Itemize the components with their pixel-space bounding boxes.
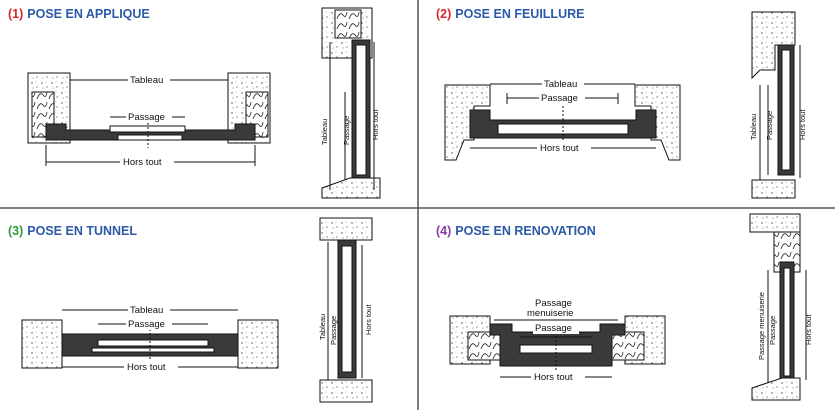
- label-passage-2: Passage: [541, 93, 578, 104]
- diagram-renovation-section: [749, 213, 807, 401]
- panel-title-text-1: POSE EN APPLIQUE: [27, 7, 150, 21]
- diagram-applique-plan: [27, 72, 271, 166]
- label-passage-4v: Passage: [768, 316, 777, 345]
- label-passage-3v: Passage: [329, 316, 338, 345]
- diagram-tunnel-section: [319, 217, 373, 403]
- panel-title-text-2: POSE EN FEUILLURE: [455, 7, 585, 21]
- label-hors-tout-1v: Hors tout: [371, 109, 380, 140]
- label-hors-tout-2v: Hors tout: [798, 109, 807, 140]
- label-passage-menuiserie-4b: menuiserie: [527, 308, 573, 319]
- label-passage-4: Passage: [535, 323, 572, 334]
- label-hors-tout-1: Hors tout: [123, 157, 162, 168]
- panel-number-2: (2): [436, 7, 452, 21]
- label-passage-1v: Passage: [342, 116, 351, 145]
- diagram-renovation-plan: [449, 315, 666, 378]
- diagram-tunnel-plan: [21, 309, 279, 369]
- label-tableau-3: Tableau: [130, 305, 163, 316]
- diagram-feuillure-section: [751, 11, 801, 199]
- panel-title-2: (2)POSE EN FEUILLURE: [436, 7, 584, 21]
- panel-title-text-3: POSE EN TUNNEL: [27, 224, 138, 238]
- label-tableau-2: Tableau: [544, 79, 577, 90]
- label-passage-menuiserie-4v: Passage menuiserie: [757, 292, 766, 360]
- label-hors-tout-3v: Hors tout: [364, 304, 373, 335]
- label-passage-3: Passage: [128, 319, 165, 330]
- panel-title-3: (3)POSE EN TUNNEL: [8, 224, 137, 238]
- diagram-feuillure-plan: [444, 83, 681, 161]
- label-hors-tout-4v: Hors tout: [804, 314, 813, 345]
- panel-number-3: (3): [8, 224, 24, 238]
- diagram-applique-section: [321, 7, 381, 199]
- panel-title-4: (4)POSE EN RENOVATION: [436, 224, 596, 238]
- label-tableau-3v: Tableau: [318, 314, 327, 340]
- label-passage-menuiserie-4a: Passage: [535, 298, 572, 309]
- label-hors-tout-4: Hors tout: [534, 372, 573, 383]
- panel-title-text-4: POSE EN RENOVATION: [455, 224, 596, 238]
- label-passage-1: Passage: [128, 112, 165, 123]
- label-hors-tout-3: Hors tout: [127, 362, 166, 373]
- label-tableau-1v: Tableau: [320, 119, 329, 145]
- label-tableau-1: Tableau: [130, 75, 163, 86]
- panel-number-4: (4): [436, 224, 452, 238]
- wall-right-3: [237, 319, 279, 369]
- wall-left-3: [21, 319, 63, 369]
- panel-number-1: (1): [8, 7, 24, 21]
- label-tableau-2v: Tableau: [749, 114, 758, 140]
- panel-title-1: (1)POSE EN APPLIQUE: [8, 7, 150, 21]
- label-passage-2v: Passage: [765, 111, 774, 140]
- label-hors-tout-2: Hors tout: [540, 143, 579, 154]
